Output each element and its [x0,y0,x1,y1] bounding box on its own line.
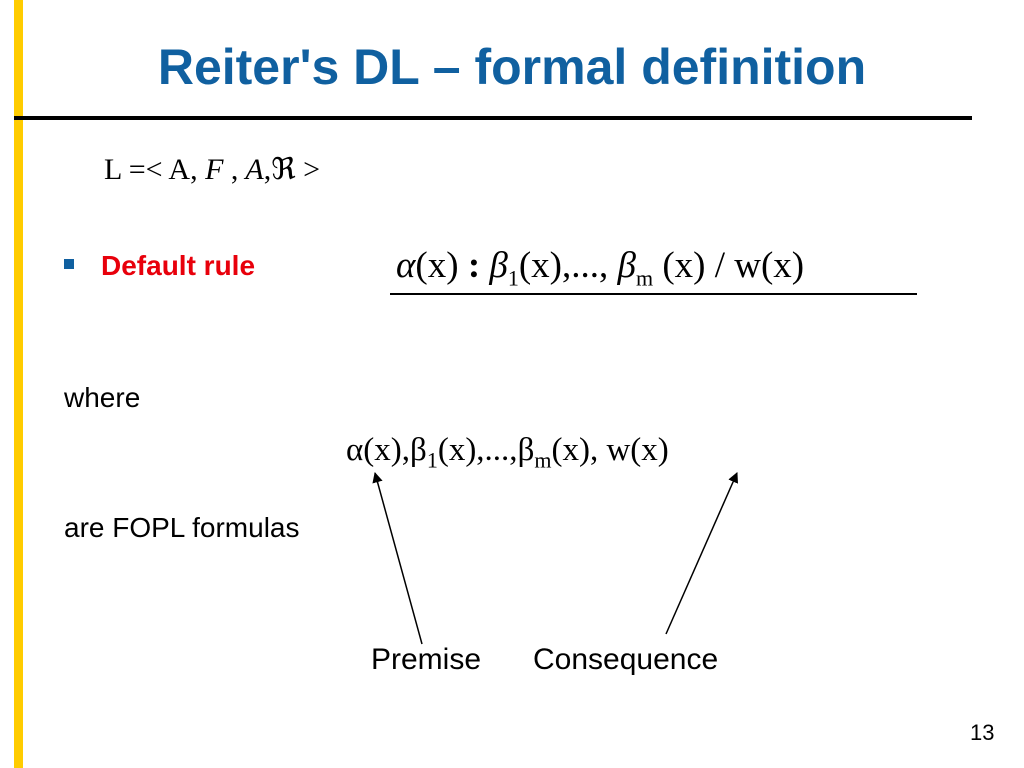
list-part3: (x), w(x) [551,432,669,468]
tuple-r: ℜ [271,153,296,186]
tuple-lhs: L =< [104,153,163,186]
list-part1: (x), [363,432,411,468]
rule-mid: (x),..., [518,245,618,286]
consequence-label: Consequence [533,643,719,676]
rule-beta1: β [489,245,508,286]
list-part2: (x),..., [437,432,518,468]
title-divider [14,116,972,120]
tuple-sep2: , [263,153,272,186]
list-alpha: α [346,432,364,468]
accent-bar [14,0,23,768]
where-text: where [64,382,141,413]
tuple-a-italic: A [238,153,264,186]
tuple-a: A, [162,153,198,186]
premise-arrow [372,471,423,645]
tuple-sep1: , [223,153,239,186]
page-number: 13 [970,720,995,745]
slide-title: Reiter's DL – formal definition [157,39,867,95]
language-tuple: L =< A, F , A,ℜ > [104,152,320,187]
consequence-arrow [665,472,738,635]
tuple-f: F [197,153,224,186]
rule-fraction-line [390,293,917,295]
default-rule-formula: α(x) : β1(x),..., βm (x) / w(x) [396,244,804,291]
rule-sub-m: m [635,265,654,291]
tuple-close: > [295,153,321,186]
bullet-default-rule: Default rule [101,250,256,281]
list-beta1: β [410,432,427,468]
list-beta-m: β [517,432,535,468]
list-sub-m: m [534,447,552,473]
rule-beta-m: β [617,245,636,286]
rule-tail: (x) / w(x) [653,245,805,286]
rule-alpha-arg: (x) [415,245,459,286]
list-sub1: 1 [426,447,438,473]
bullet-marker [64,259,74,269]
fopl-text: are FOPL formulas [64,512,300,543]
formula-list: α(x),β1(x),...,βm(x), w(x) [346,432,669,474]
rule-alpha: α [396,245,416,286]
rule-sub1: 1 [507,265,519,291]
premise-label: Premise [371,643,482,676]
rule-colon: : [458,245,490,286]
